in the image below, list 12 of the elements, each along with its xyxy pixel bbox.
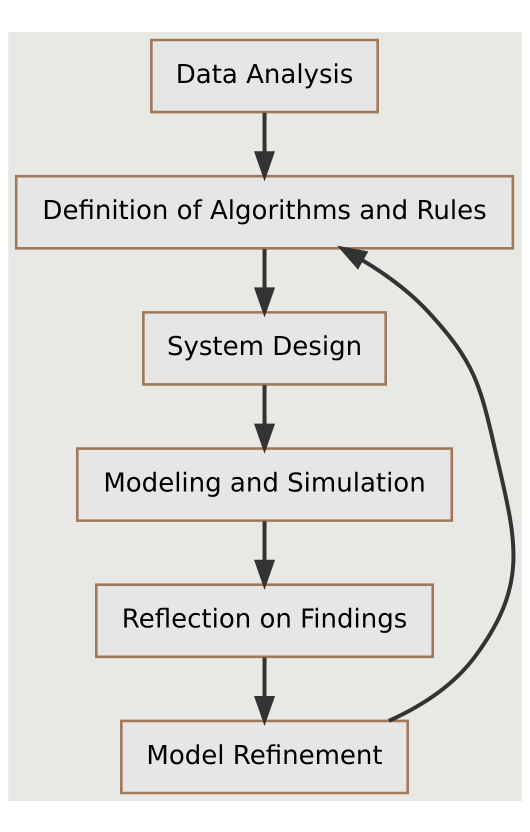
node-box: System Design [142, 310, 387, 386]
node-box: Reflection on Findings [95, 582, 434, 658]
arrow [254, 520, 276, 590]
node-box: Modeling and Simulation [76, 446, 454, 522]
arrow [254, 384, 276, 454]
arrow [254, 112, 276, 181]
arrow [336, 245, 516, 722]
node-box: Data Analysis [150, 38, 379, 113]
node-box: Definition of Algorithms and Rules [14, 174, 514, 250]
node-box: Model Refinement [120, 719, 410, 794]
arrow [254, 657, 276, 726]
arrow [254, 248, 276, 318]
